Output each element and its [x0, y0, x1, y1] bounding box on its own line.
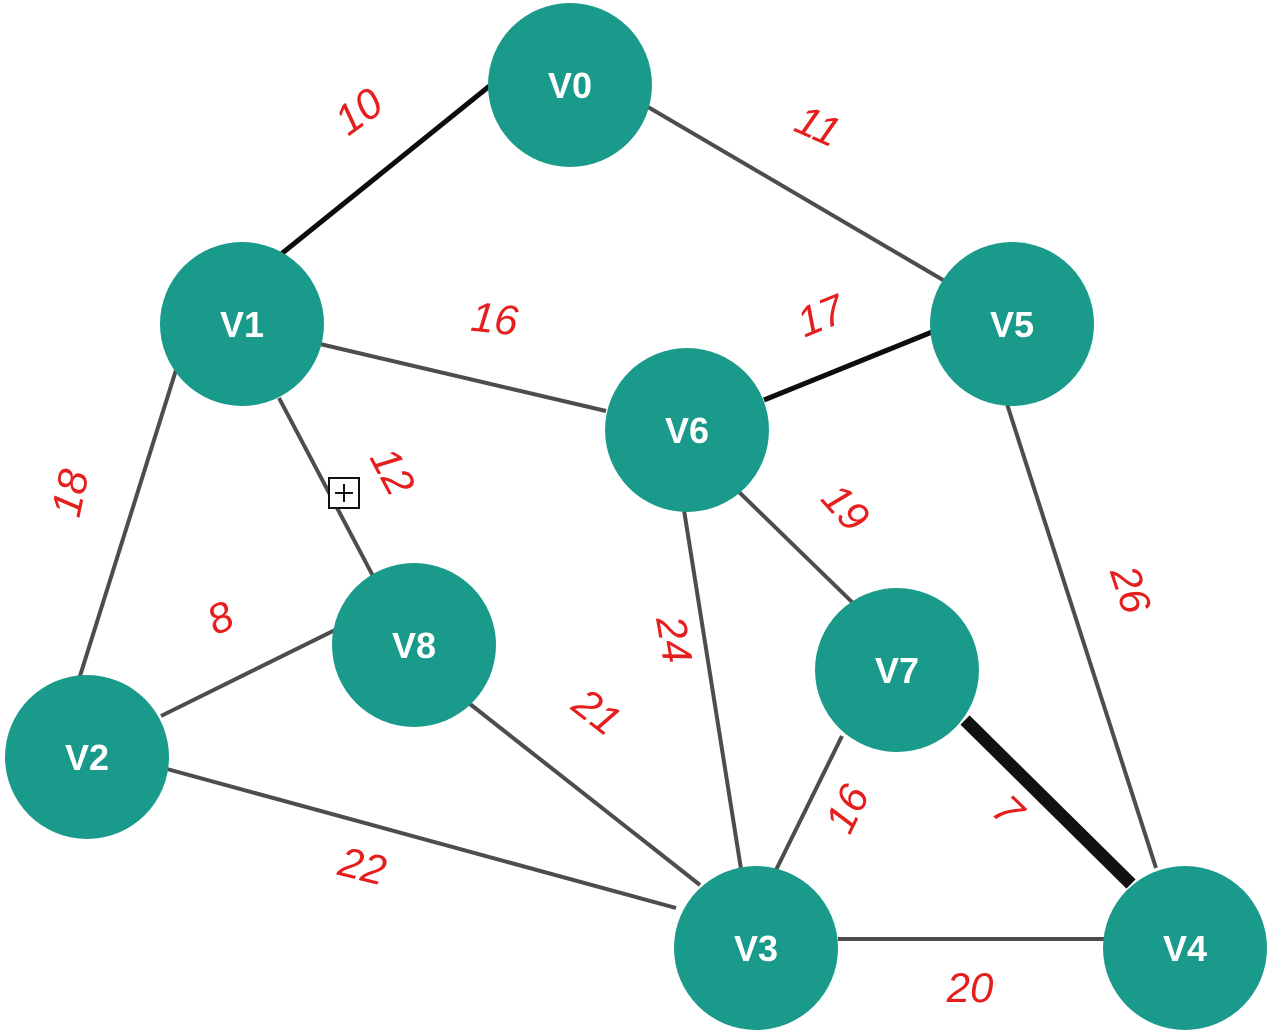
node-label-v8: V8: [392, 625, 436, 666]
node-label-v1: V1: [220, 304, 264, 345]
node-label-v7: V7: [875, 650, 919, 691]
weight-v7-v4: 7: [983, 786, 1034, 837]
node-v0[interactable]: V0: [488, 3, 652, 167]
edge-v1-v2: [78, 369, 178, 677]
edge-v2-v8: [160, 628, 336, 718]
weight-v5-v4: 26: [1101, 559, 1161, 620]
nodes: V0 V1 V5 V6 V8 V7 V2 V3: [5, 3, 1267, 1030]
weight-v3-v4: 20: [946, 964, 994, 1011]
edge-v0-v5: [646, 105, 945, 282]
weight-v6-v7: 19: [813, 474, 879, 540]
node-v4[interactable]: V4: [1103, 866, 1267, 1030]
node-v5[interactable]: V5: [930, 242, 1094, 406]
edge-v6-v3: [682, 509, 743, 870]
node-label-v2: V2: [65, 737, 109, 778]
edge-v5-v4: [1005, 403, 1158, 869]
node-v3[interactable]: V3: [674, 866, 838, 1030]
edge-v0-v1: [278, 82, 494, 257]
edge-v7-v4: [960, 715, 1136, 889]
edge-v1-v6: [319, 342, 607, 413]
edge-v1-v8: [277, 397, 375, 577]
edges: [78, 82, 1158, 941]
node-v1[interactable]: V1: [160, 242, 324, 406]
node-label-v5: V5: [990, 304, 1034, 345]
weight-v0-v1: 10: [326, 78, 392, 144]
edge-weights: 10 11 16 17 18 12 19 26 8 24 21 16 7 22 …: [42, 78, 1161, 1011]
weight-v7-v3: 16: [816, 777, 879, 840]
node-v7[interactable]: V7: [815, 588, 979, 752]
weight-v2-v3: 22: [333, 837, 391, 894]
expand-plus-icon[interactable]: [328, 477, 360, 509]
edge-v2-v3: [166, 767, 677, 910]
weight-v2-v8: 8: [200, 591, 241, 644]
node-label-v0: V0: [548, 65, 592, 106]
edge-v7-v3: [774, 735, 844, 871]
weight-v1-v2: 18: [42, 465, 98, 521]
weight-v0-v5: 11: [788, 95, 847, 156]
edge-v8-v3: [468, 702, 702, 887]
node-v8[interactable]: V8: [332, 563, 496, 727]
weight-v6-v3: 24: [647, 611, 702, 666]
node-v6[interactable]: V6: [605, 348, 769, 512]
node-v2[interactable]: V2: [5, 675, 169, 839]
edge-v6-v7: [737, 490, 855, 605]
node-label-v6: V6: [665, 410, 709, 451]
weight-v1-v6: 16: [469, 293, 521, 345]
edge-v5-v6: [763, 329, 933, 403]
weight-v1-v8: 12: [361, 440, 424, 503]
node-label-v3: V3: [734, 928, 778, 969]
weight-v8-v3: 21: [563, 678, 630, 744]
weight-v5-v6: 17: [790, 284, 852, 346]
node-label-v4: V4: [1163, 928, 1207, 969]
